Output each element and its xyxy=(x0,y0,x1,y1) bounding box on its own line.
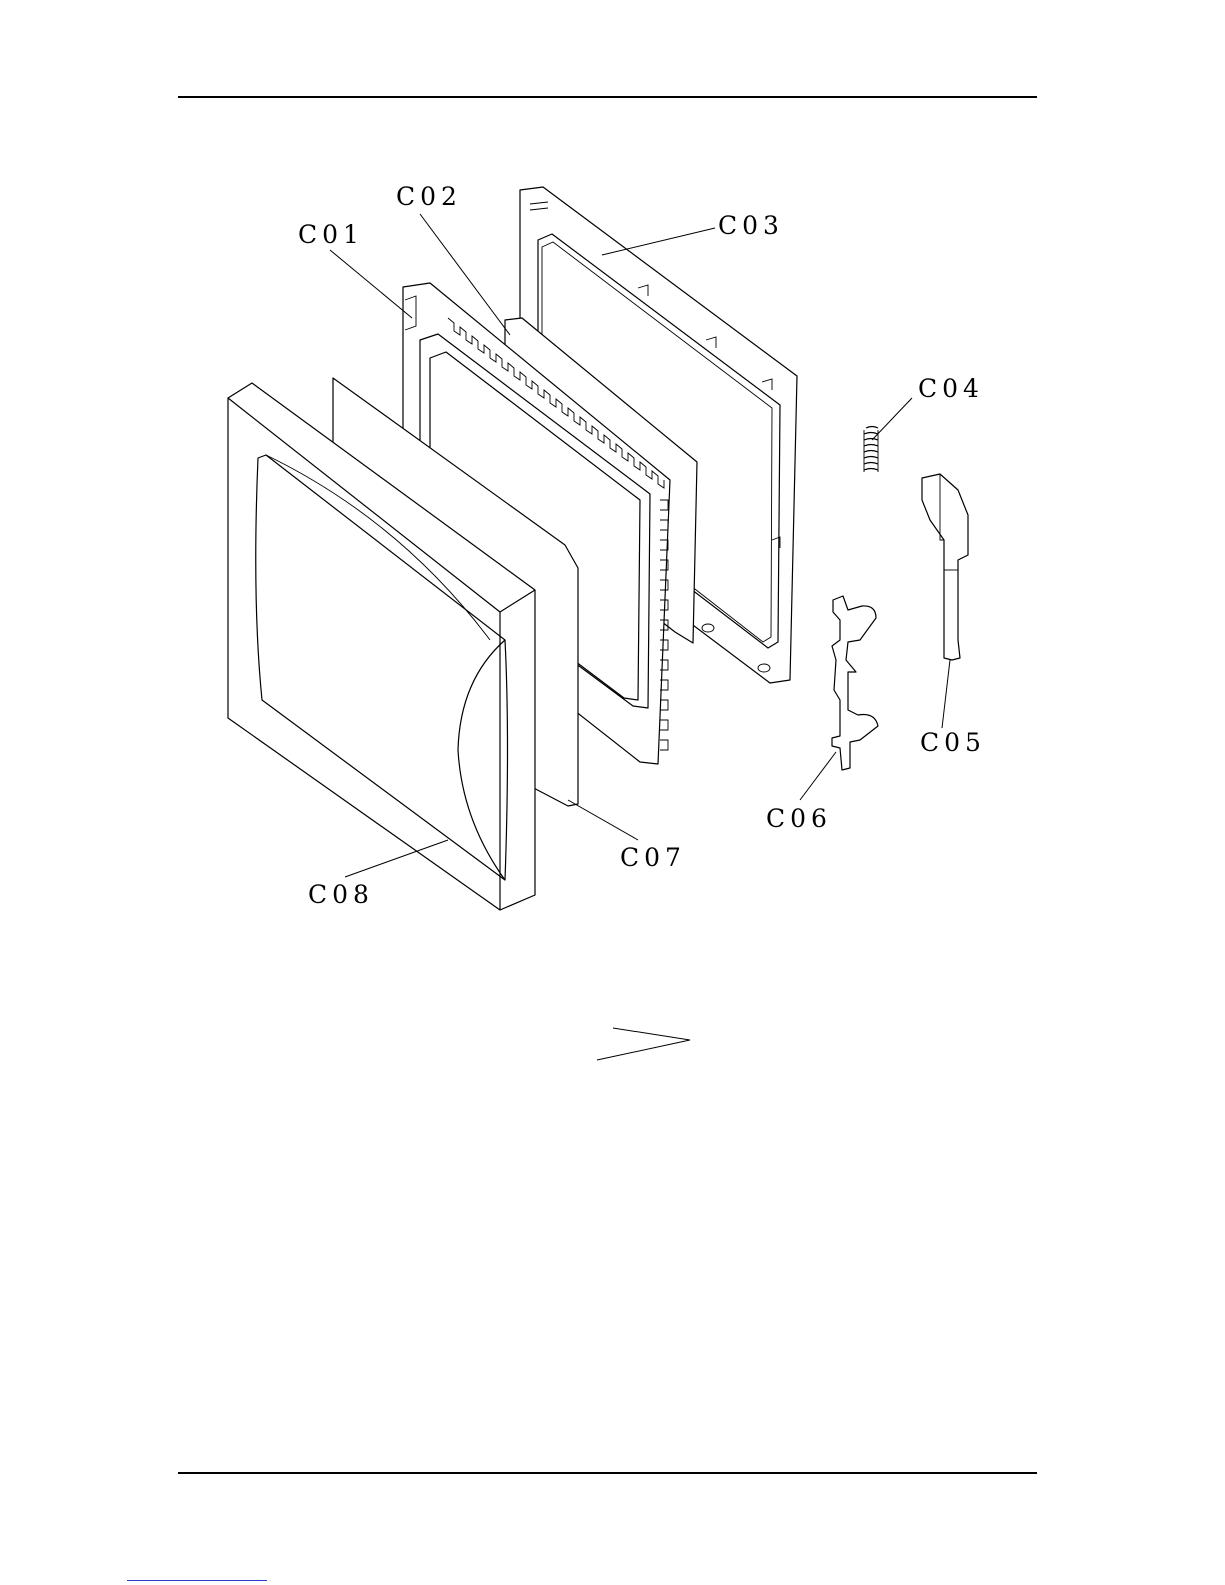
label-c08: C08 xyxy=(308,880,374,909)
leader-c04 xyxy=(872,398,912,440)
label-c04: C04 xyxy=(918,374,984,403)
part-c04-spring xyxy=(864,427,878,473)
label-c01: C01 xyxy=(298,220,364,249)
leader-c03 xyxy=(602,228,715,255)
label-c06: C06 xyxy=(766,804,832,833)
leader-c07 xyxy=(568,800,638,840)
leader-c06 xyxy=(800,752,836,800)
footer-link-underline[interactable] xyxy=(127,1580,267,1581)
leader-c01 xyxy=(330,250,412,318)
label-c07: C07 xyxy=(620,843,686,872)
label-c03: C03 xyxy=(718,211,784,240)
leader-c05 xyxy=(942,660,950,728)
label-c02: C02 xyxy=(396,182,462,211)
angle-mark xyxy=(597,1028,690,1060)
part-c05-latch xyxy=(922,474,968,660)
label-c05: C05 xyxy=(920,728,986,757)
part-c06-hook xyxy=(832,596,878,770)
